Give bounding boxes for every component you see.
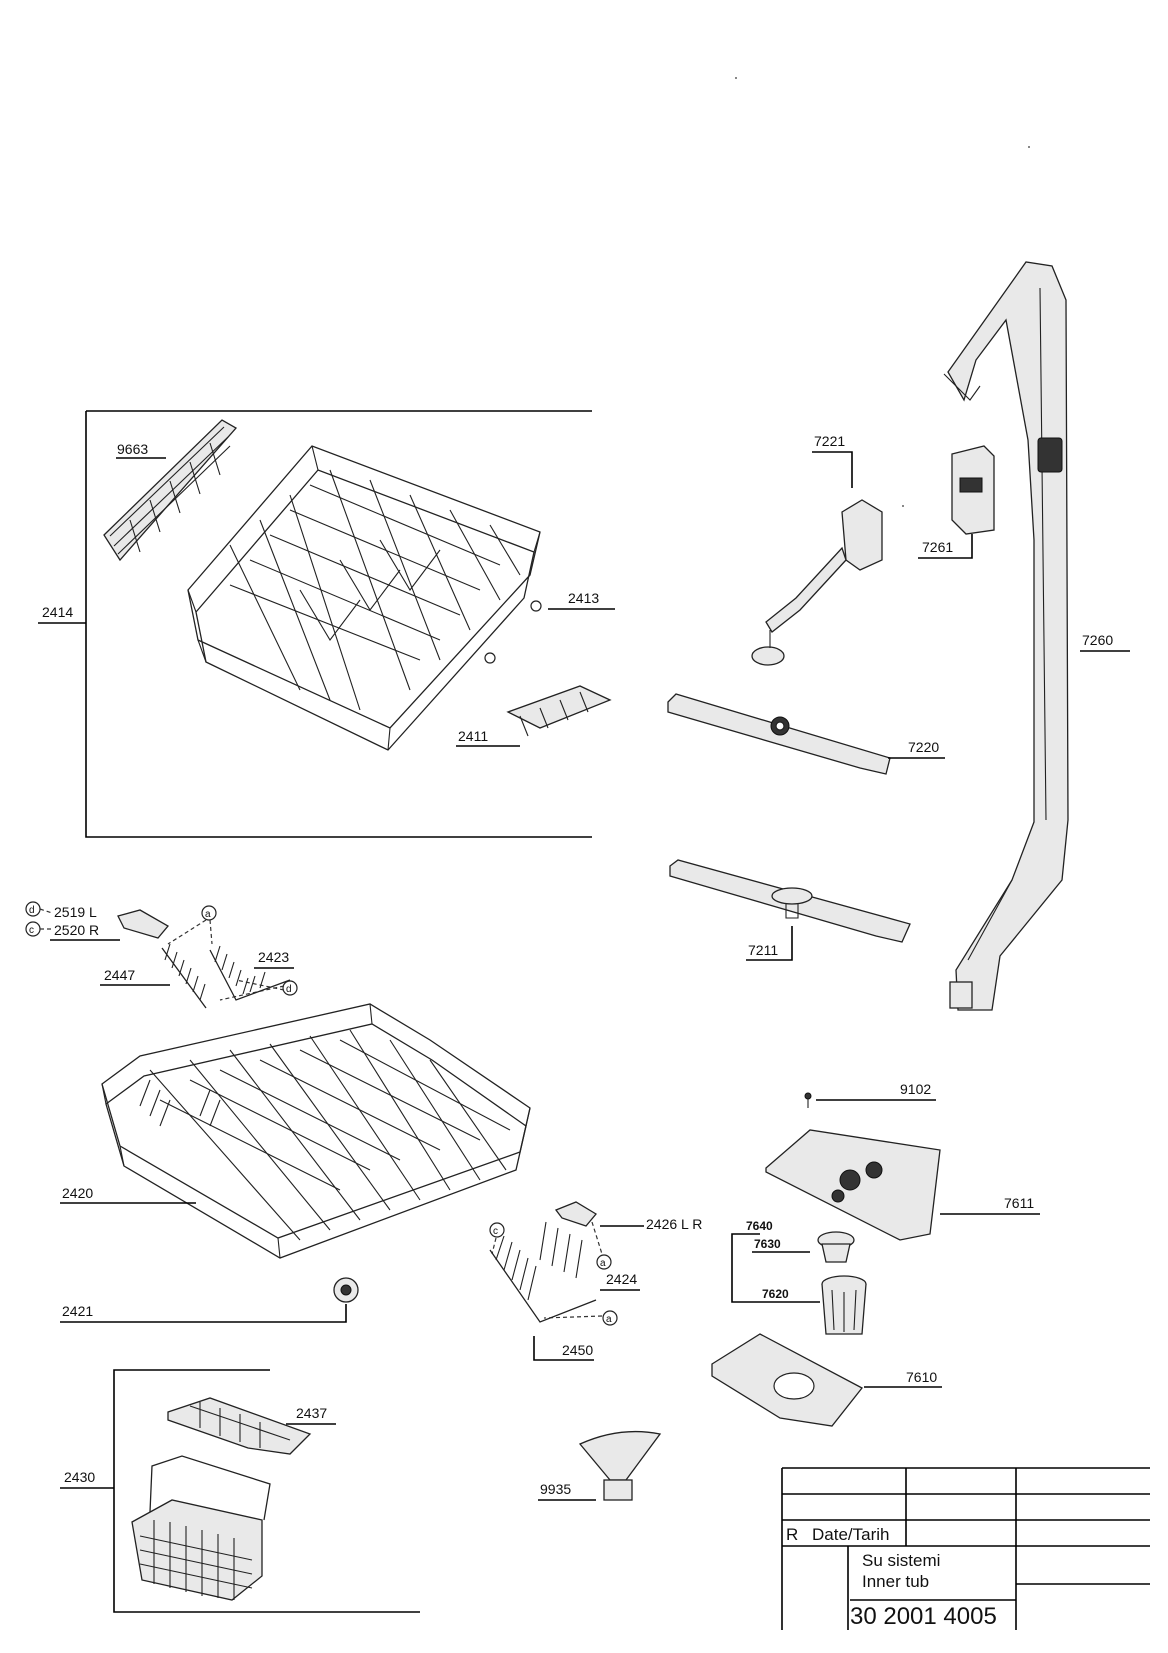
- label-2430: 2430: [64, 1469, 95, 1485]
- label-2411: 2411: [458, 728, 488, 744]
- svg-text:a: a: [606, 1314, 612, 1325]
- funnel-9935: [578, 1430, 662, 1501]
- cutlery-basket: [131, 1455, 271, 1601]
- title-date-label: Date/Tarih: [812, 1525, 889, 1544]
- screw-9102: [804, 1092, 812, 1108]
- filter-cover-7611: [765, 1129, 941, 1241]
- flat-filter-7610: [711, 1333, 863, 1427]
- filter-group: 9102 7611 7640 7630 7620: [711, 1081, 1040, 1427]
- basket-lid-2437: [167, 1397, 312, 1455]
- svg-text:d: d: [29, 905, 35, 916]
- label-9102: 9102: [900, 1081, 931, 1097]
- label-2520: 2520 R: [54, 922, 99, 938]
- label-2424: 2424: [606, 1271, 637, 1287]
- label-2421: 2421: [62, 1303, 93, 1319]
- svg-text:c: c: [493, 1226, 498, 1237]
- rack-adjuster-2411: [506, 685, 612, 737]
- label-9663: 9663: [117, 441, 148, 457]
- label-7610: 7610: [906, 1369, 937, 1385]
- wheel-2421: [333, 1277, 359, 1303]
- folding-tines-2423-2447: a d: [161, 905, 298, 1009]
- cutlery-shelf-9663: [103, 419, 238, 562]
- cutlery-basket-group: 2430 2437: [60, 1369, 420, 1613]
- label-2414: 2414: [42, 604, 73, 620]
- title-line-1: Su sistemi: [862, 1551, 940, 1570]
- label-2420: 2420: [62, 1185, 93, 1201]
- water-duct-7260: [943, 261, 1069, 1011]
- folding-tines-2424-2450: c a: [489, 1221, 618, 1326]
- connector-7261: [951, 445, 995, 535]
- label-7640: 7640: [746, 1219, 773, 1233]
- lower-rack-group: d c 2519 L 2520 R a d 2423 2447: [25, 901, 702, 1361]
- coarse-filter-7620: [821, 1275, 867, 1335]
- micro-filter-7630: [817, 1231, 855, 1263]
- lower-basket: [101, 1003, 531, 1259]
- label-7620: 7620: [762, 1287, 789, 1301]
- label-9935: 9935: [540, 1481, 571, 1497]
- svg-text:c: c: [29, 925, 34, 936]
- clip-2426: a: [554, 1201, 612, 1270]
- label-2437: 2437: [296, 1405, 327, 1421]
- label-2423: 2423: [258, 949, 289, 965]
- svg-text:a: a: [600, 1258, 606, 1269]
- rack-clip-2519-2520: d c: [25, 901, 169, 939]
- label-7260: 7260: [1082, 632, 1113, 648]
- label-7611: 7611: [1004, 1195, 1034, 1211]
- label-2447: 2447: [104, 967, 135, 983]
- label-7220: 7220: [908, 739, 939, 755]
- title-block: R Date/Tarih Su sistemi Inner tub 30 200…: [781, 1467, 1150, 1630]
- label-7211: 7211: [748, 942, 778, 958]
- upper-spray-pipe-7221: [751, 499, 883, 666]
- lower-spray-arm-7211: [669, 859, 911, 943]
- upper-spray-arm-7220: [667, 693, 891, 775]
- label-7630: 7630: [754, 1237, 781, 1251]
- label-7221: 7221: [814, 433, 845, 449]
- svg-text:d: d: [286, 984, 292, 995]
- label-2413: 2413: [568, 590, 599, 606]
- upper-rack-group: 2414 9663 2413 2411: [38, 410, 615, 838]
- label-7261: 7261: [922, 539, 953, 555]
- title-line-2: Inner tub: [862, 1572, 929, 1591]
- title-rev-label: R: [786, 1525, 798, 1544]
- label-2426: 2426 L R: [646, 1216, 702, 1232]
- svg-text:a: a: [205, 909, 211, 920]
- upper-basket: [187, 445, 542, 751]
- label-2450: 2450: [562, 1342, 593, 1358]
- label-2519: 2519 L: [54, 904, 97, 920]
- document-number: 30 2001 4005: [850, 1603, 997, 1630]
- water-system-group: 7221 7261 7260 7220: [667, 261, 1130, 1011]
